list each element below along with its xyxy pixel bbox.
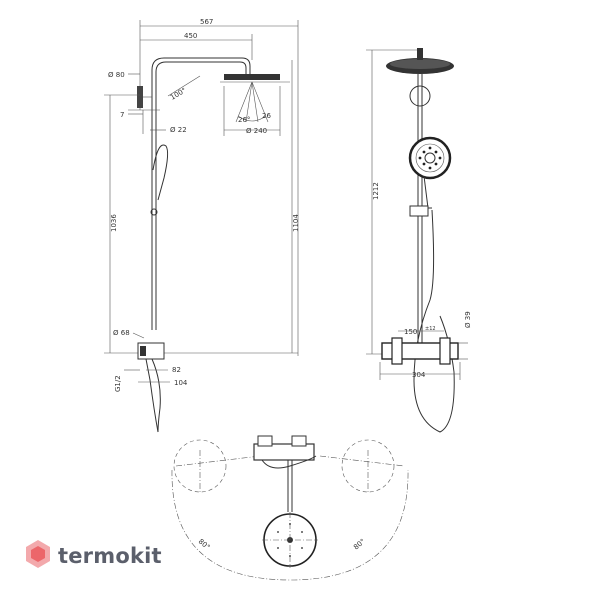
dim-567: 567 [200, 18, 213, 26]
angle-26-right: 26 [262, 112, 271, 120]
mixer-top [253, 443, 315, 461]
dim-1036: 1036 [110, 214, 118, 232]
swivel-circle-right [341, 439, 395, 493]
dim-22: Ø 22 [170, 126, 187, 134]
angle-26-left: 26° [238, 116, 250, 124]
dim-240: Ø 240 [246, 127, 267, 135]
dim-1104: 1104 [292, 214, 300, 232]
dim-1212: 1212 [372, 182, 380, 200]
side-view: 567 450 26° 26 Ø 240 100° Ø 80 7 [104, 18, 300, 433]
overhead-shower-head [224, 74, 280, 80]
dim-450: 450 [184, 32, 197, 40]
front-view: 1212 150 ±12 Ø 39 [366, 48, 472, 433]
dim-82: 82 [172, 366, 181, 374]
tol-150: ±12 [425, 326, 436, 332]
dim-68: Ø 68 [113, 329, 130, 337]
dim-304: 304 [412, 371, 426, 379]
dim-g12: G1/2 [114, 375, 122, 392]
brand-watermark: termokit [24, 536, 162, 576]
dim-80: Ø 80 [108, 71, 125, 79]
swivel-circle-left [173, 439, 227, 493]
dim-39: Ø 39 [464, 311, 472, 328]
dim-150: 150 [404, 328, 417, 336]
angle-80-left: 80° [197, 537, 212, 551]
angle-80-right: 80° [352, 537, 367, 551]
wall-bracket-front [409, 85, 431, 107]
dim-104: 104 [174, 379, 188, 387]
wall-bracket [137, 86, 143, 108]
top-view: 80° 80° [171, 435, 409, 581]
hand-shower [152, 144, 169, 201]
dim-7: 7 [120, 111, 124, 119]
brand-name: termokit [58, 544, 162, 568]
angle-100: 100° [169, 86, 188, 101]
brand-logo-icon [26, 540, 50, 568]
